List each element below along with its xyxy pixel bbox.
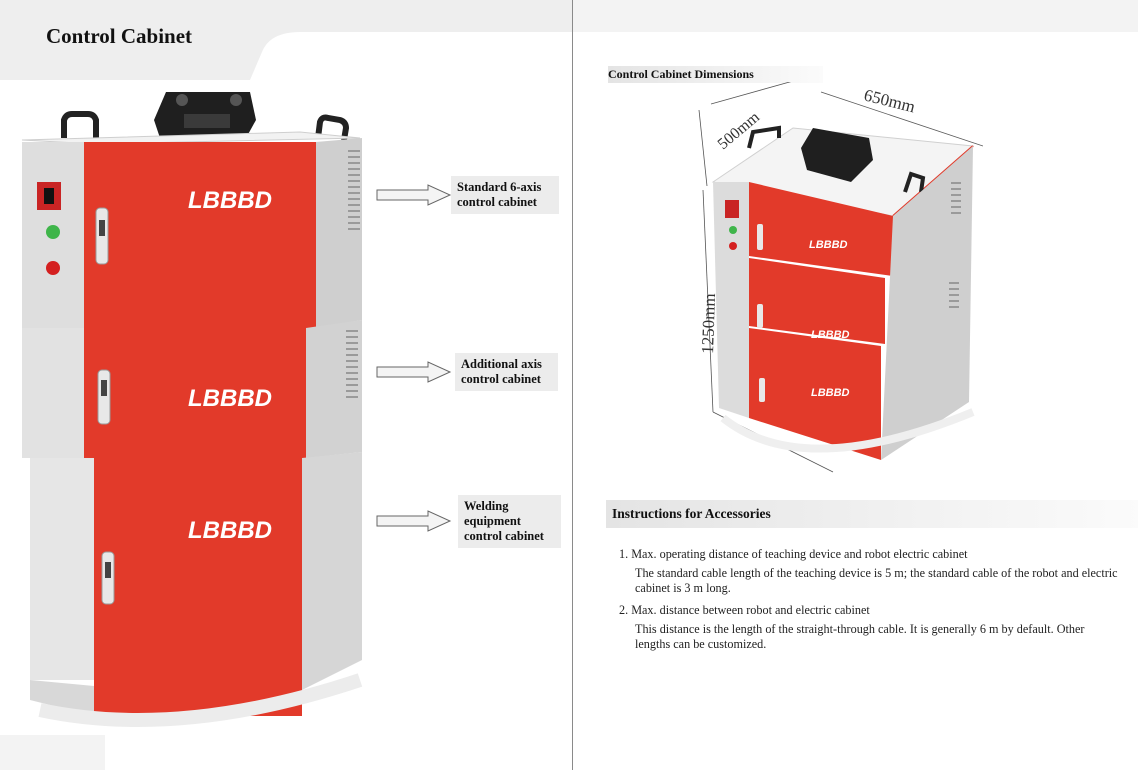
list-item-body: The standard cable length of the teachin…	[635, 566, 1118, 595]
page-title: Control Cabinet	[46, 24, 193, 48]
cabinet-illustration: LBBBD LBBBD LBBBD	[21, 92, 363, 727]
left-page: Control Cabinet	[0, 0, 572, 770]
cabinet-section-2: LBBBD	[22, 320, 362, 458]
door-3	[749, 328, 881, 460]
arrow-icon	[376, 510, 452, 532]
callout-standard-6-axis: Standard 6-axis control cabinet	[451, 176, 559, 214]
width-dim-line	[820, 91, 983, 147]
main-switch	[725, 200, 739, 218]
cabinet-section-3: LBBBD	[30, 452, 362, 716]
arrow-icon	[376, 361, 452, 383]
main-switch	[37, 182, 61, 210]
dimensions-heading: Control Cabinet Dimensions	[608, 66, 823, 83]
page-divider	[572, 0, 573, 770]
door-2	[749, 258, 885, 344]
cabinet-logo-3: LBBBD	[188, 517, 272, 544]
list-item-title: 2. Max. distance between robot and elect…	[619, 603, 870, 617]
height-dim-line	[702, 189, 714, 413]
dimension-illustration: 500mm 650mm 1250mm LBBBD LBBBD	[698, 82, 983, 473]
callout-additional-axis: Additional axis control cabinet	[455, 353, 558, 391]
right-page: Control Cabinet Dimensions 500mm 650mm 1…	[573, 0, 1138, 770]
depth-dim-line	[710, 82, 792, 105]
green-lamp	[46, 225, 60, 239]
list-item-body: This distance is the length of the strai…	[635, 622, 1085, 651]
list-item-title: 1. Max. operating distance of teaching d…	[619, 547, 968, 561]
handle-right	[315, 114, 350, 141]
top-band	[573, 0, 1138, 32]
instructions-heading: Instructions for Accessories	[606, 500, 1138, 528]
door-1	[749, 182, 893, 276]
cabinet-logo-2: LBBBD	[811, 329, 850, 341]
title-band	[0, 0, 572, 80]
red-lamp	[46, 261, 60, 275]
width-label: 650mm	[862, 85, 917, 116]
green-lamp	[729, 226, 737, 234]
cabinet-logo-2: LBBBD	[188, 385, 272, 412]
callout-welding-equipment: Welding equipment control cabinet	[458, 495, 561, 548]
handle-left	[61, 111, 99, 138]
cabinet-section-1: LBBBD	[22, 138, 362, 328]
cabinet-logo-1: LBBBD	[809, 239, 848, 251]
arrow-icon	[376, 184, 452, 206]
instructions-list: 1. Max. operating distance of teaching d…	[619, 546, 1119, 658]
red-lamp	[729, 242, 737, 250]
teach-pendant-bracket	[154, 92, 256, 138]
page-corner	[0, 735, 105, 770]
cabinet-logo-3: LBBBD	[811, 387, 850, 399]
cabinet-logo-1: LBBBD	[188, 187, 272, 214]
height-label: 1250mm	[698, 293, 719, 354]
